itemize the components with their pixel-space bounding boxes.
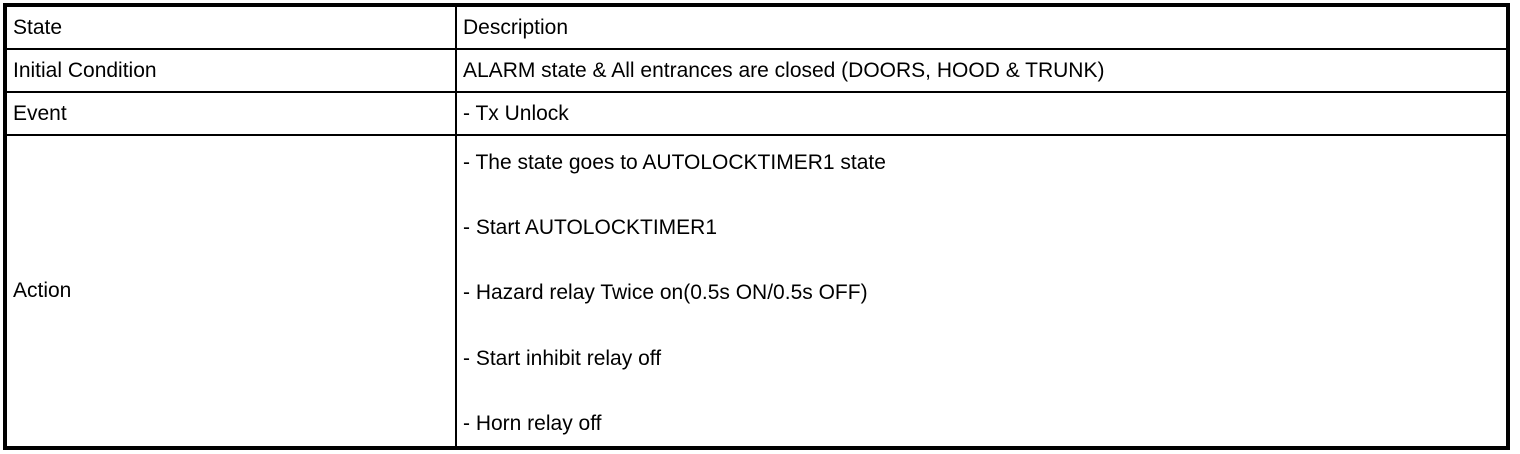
cell-state-action: Action xyxy=(7,136,457,446)
cell-description-action: - The state goes to AUTOLOCKTIMER1 state… xyxy=(457,136,1506,446)
table-header-row: State Description xyxy=(7,7,1506,48)
table-row-initial-condition: Initial Condition ALARM state & All entr… xyxy=(7,48,1506,91)
cell-description-event: - Tx Unlock xyxy=(463,101,569,125)
action-line: - Hazard relay Twice on(0.5s ON/0.5s OFF… xyxy=(463,281,868,305)
header-cell-state: State xyxy=(7,7,457,48)
action-line: - Start inhibit relay off xyxy=(463,346,662,370)
action-line: - The state goes to AUTOLOCKTIMER1 state xyxy=(463,151,886,174)
cell-state-initial-condition: Initial Condition xyxy=(7,50,457,91)
header-cell-description: Description xyxy=(463,15,569,39)
table-row-event: Event - Tx Unlock xyxy=(7,91,1506,134)
state-description-table: State Description Initial Condition ALAR… xyxy=(3,3,1510,450)
cell-state-event: Event xyxy=(7,93,457,134)
cell-description-initial-condition: ALARM state & All entrances are closed (… xyxy=(463,58,1105,82)
action-line: - Horn relay off xyxy=(463,411,602,435)
table-row-action: Action - The state goes to AUTOLOCKTIMER… xyxy=(7,134,1506,446)
action-line: - Start AUTOLOCKTIMER1 xyxy=(463,216,717,240)
